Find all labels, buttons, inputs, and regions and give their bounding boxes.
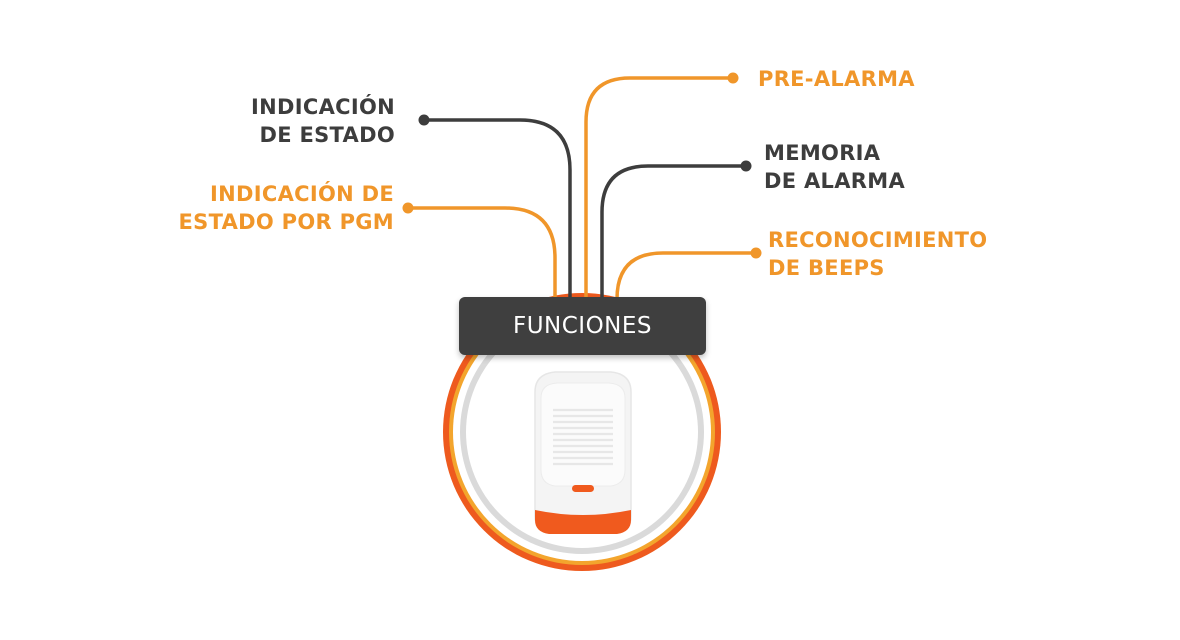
hub-funciones: FUNCIONES xyxy=(459,297,706,355)
label-memoria-alarma-line2: DE ALARMA xyxy=(764,169,905,193)
label-indicacion-estado: INDICACIÓN DE ESTADO xyxy=(251,93,395,149)
label-indicacion-pgm-line2: ESTADO POR PGM xyxy=(178,210,394,234)
connector-reconocimiento-beeps xyxy=(615,251,758,302)
speaker-grille xyxy=(553,408,613,466)
connector-dot-indicacion-pgm xyxy=(402,202,414,214)
connector-dot-reconocimiento-beeps xyxy=(750,247,762,259)
label-reconocimiento-beeps-line2: DE BEEPS xyxy=(768,256,885,280)
connector-dot-pre-alarma xyxy=(727,72,739,84)
connector-dot-indicacion-estado xyxy=(418,114,430,126)
hub-label: FUNCIONES xyxy=(512,313,653,339)
label-memoria-alarma: MEMORIA DE ALARMA xyxy=(764,139,905,195)
label-indicacion-pgm: INDICACIÓN DE ESTADO POR PGM xyxy=(179,180,394,236)
label-indicacion-estado-line2: DE ESTADO xyxy=(259,123,395,147)
label-reconocimiento-beeps-line1: RECONOCIMIENTO xyxy=(768,228,988,252)
device-badge xyxy=(443,293,721,571)
connector-indicacion-pgm xyxy=(406,206,557,302)
alarm-siren-icon xyxy=(534,371,632,534)
label-reconocimiento-beeps: RECONOCIMIENTO DE BEEPS xyxy=(768,226,987,282)
label-memoria-alarma-line1: MEMORIA xyxy=(764,141,881,165)
connector-pre-alarma xyxy=(584,76,735,302)
connectors xyxy=(402,72,762,302)
device-base xyxy=(535,510,631,534)
connector-indicacion-estado xyxy=(422,118,572,302)
label-indicacion-pgm-line1: INDICACIÓN DE xyxy=(210,182,394,206)
label-pre-alarma: PRE-ALARMA xyxy=(758,65,915,93)
label-indicacion-estado-line1: INDICACIÓN xyxy=(251,95,395,119)
device-led xyxy=(572,485,594,492)
connector-memoria-alarma xyxy=(600,164,748,302)
connector-dot-memoria-alarma xyxy=(740,160,752,172)
label-pre-alarma-line1: PRE-ALARMA xyxy=(758,67,915,91)
